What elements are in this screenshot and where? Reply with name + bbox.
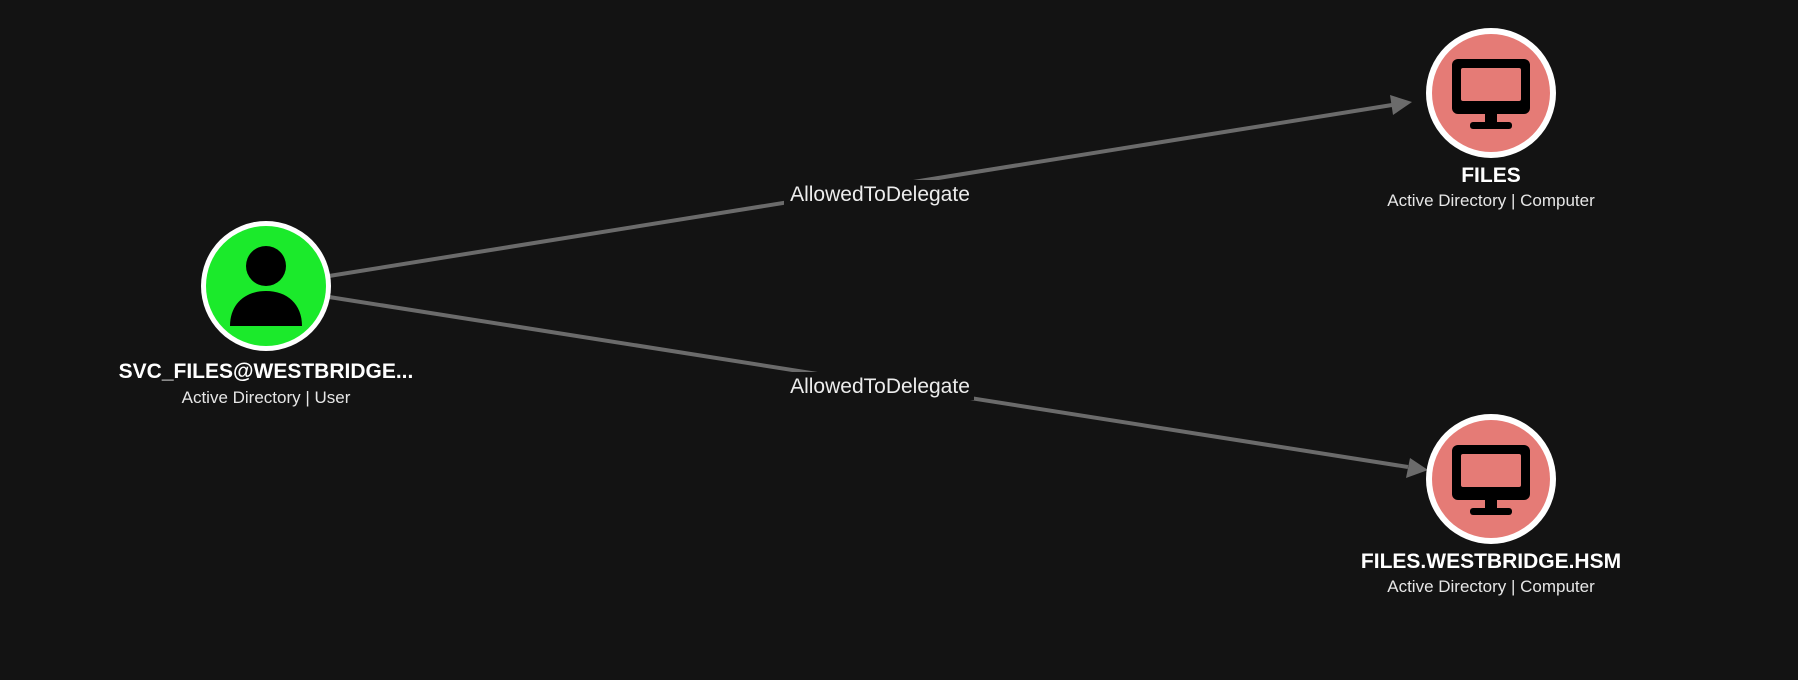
node-subtitle: Active Directory | Computer <box>1387 191 1595 210</box>
node-subtitle: Active Directory | User <box>182 388 351 407</box>
edge-user-to-files[interactable]: AllowedToDelegate <box>328 95 1412 278</box>
edge-user-to-files-fqdn[interactable]: AllowedToDelegate <box>328 295 1428 478</box>
node-title: FILES.WESTBRIDGE.HSM <box>1361 550 1621 573</box>
arrowhead-icon <box>1406 458 1428 478</box>
edge-label-background <box>784 372 974 400</box>
arrowhead-icon <box>1390 95 1412 115</box>
monitor-icon <box>1452 59 1530 129</box>
edge-label: AllowedToDelegate <box>790 375 970 398</box>
node-title: SVC_FILES@WESTBRIDGE... <box>119 360 414 383</box>
user-icon <box>230 246 302 326</box>
node-computer-files[interactable]: FILES Active Directory | Computer <box>1387 28 1595 210</box>
node-user-svc-files[interactable]: SVC_FILES@WESTBRIDGE... Active Directory… <box>119 221 414 407</box>
monitor-icon <box>1452 445 1530 515</box>
node-title: FILES <box>1461 164 1521 187</box>
edge-label: AllowedToDelegate <box>790 183 970 206</box>
edge-label-background <box>784 180 974 208</box>
node-subtitle: Active Directory | Computer <box>1387 577 1595 596</box>
node-computer-files-westbridge-hsm[interactable]: FILES.WESTBRIDGE.HSM Active Directory | … <box>1361 414 1621 596</box>
